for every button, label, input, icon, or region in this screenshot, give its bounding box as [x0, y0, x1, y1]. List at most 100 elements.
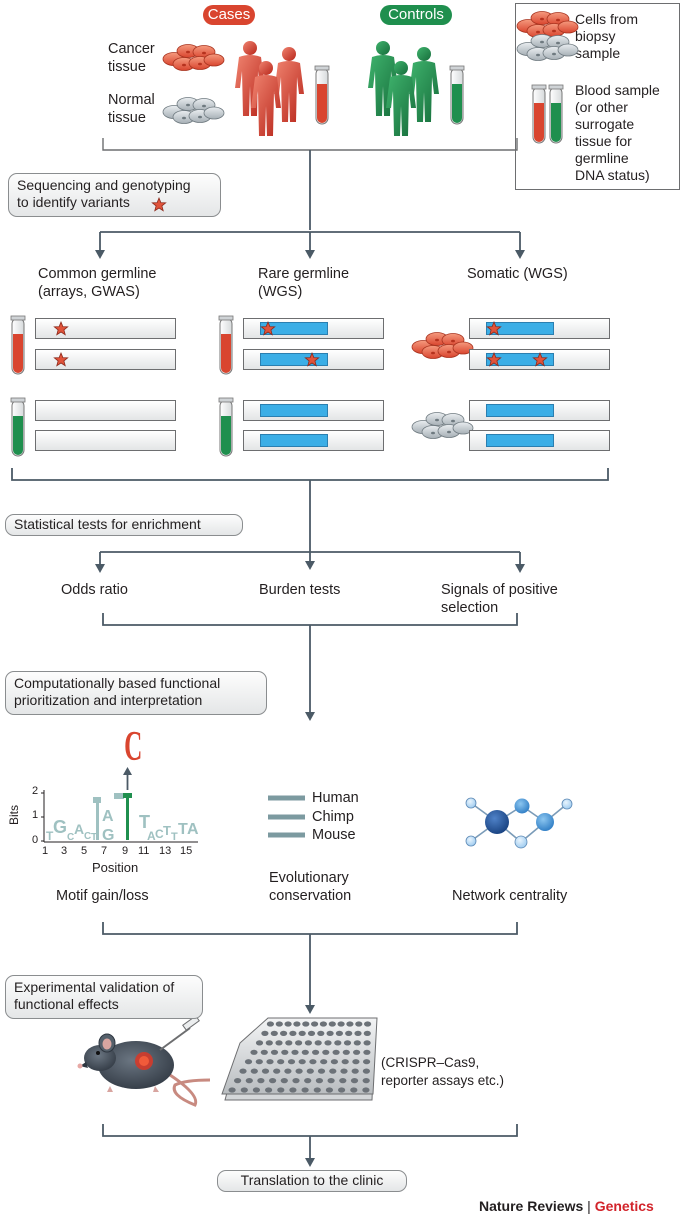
- plate-well: [328, 1021, 336, 1027]
- plate-well: [346, 1021, 354, 1027]
- plate-well: [277, 1087, 285, 1093]
- motif-xtick: 15: [180, 845, 193, 857]
- plate-well: [320, 1059, 328, 1065]
- svg-text:C: C: [67, 832, 74, 843]
- plate-well: [345, 1030, 353, 1036]
- plate-well: [315, 1078, 323, 1084]
- plate-well: [334, 1040, 342, 1046]
- controls-label: Controls: [380, 5, 452, 25]
- plate-well: [363, 1059, 371, 1065]
- svg-text:T: T: [178, 821, 188, 838]
- species-mouse: Mouse: [312, 827, 356, 843]
- plate-well: [291, 1049, 299, 1055]
- plate-well: [269, 1078, 277, 1084]
- plate-well: [342, 1049, 350, 1055]
- plate-well: [317, 1030, 325, 1036]
- step-sequencing[interactable]: Sequencing and genotyping to identify va…: [8, 173, 221, 217]
- plate-well: [266, 1059, 274, 1065]
- plate-well: [287, 1059, 296, 1065]
- motif-xtick: 9: [122, 845, 129, 857]
- odds-ratio-label: Odds ratio: [61, 582, 128, 598]
- svg-text:A: A: [147, 829, 156, 843]
- rare-case-read-1: [243, 318, 384, 339]
- plate-well: [319, 1021, 327, 1027]
- plate-well: [313, 1087, 321, 1093]
- mouse-illustration: [77, 1015, 211, 1107]
- plate-well: [234, 1078, 242, 1084]
- step-computational[interactable]: Computationally based functional priorit…: [5, 671, 267, 715]
- journal-footer: Nature Reviews | Genetics: [479, 1198, 654, 1214]
- plate-well: [363, 1030, 371, 1036]
- plate-well: [301, 1049, 309, 1055]
- plate-well: [301, 1087, 309, 1093]
- motif-xlabel: Position: [92, 860, 139, 875]
- svg-text:A: A: [187, 821, 199, 838]
- plate-well: [284, 1068, 292, 1074]
- plate-well: [270, 1049, 279, 1055]
- somatic-tumor-read-1: [469, 318, 610, 339]
- network-caption: Network centrality: [452, 888, 568, 904]
- cancer-tissue-label: Cancer tissue: [108, 41, 155, 75]
- plate-well: [339, 1078, 347, 1084]
- plate-well: [338, 1087, 346, 1093]
- plate-well: [362, 1078, 370, 1084]
- plate-well: [314, 1040, 322, 1046]
- svg-text:A: A: [102, 808, 114, 825]
- plate-well: [273, 1068, 281, 1074]
- plate-well: [309, 1059, 317, 1065]
- motif-xtick: 5: [81, 845, 88, 857]
- plate-well: [275, 1021, 283, 1027]
- motif-ylabel: Bits: [7, 804, 22, 826]
- plate-well: [363, 1049, 371, 1055]
- plate-well: [362, 1068, 370, 1074]
- motif-ytick-0: 0: [32, 834, 39, 846]
- plate-well: [327, 1078, 335, 1084]
- plate-well: [265, 1040, 273, 1046]
- common-control-read-2: [35, 430, 176, 451]
- plate-well: [304, 1078, 312, 1084]
- somatic-normal-read-1: [469, 400, 610, 421]
- step-clinic-label: Translation to the clinic: [240, 1172, 384, 1188]
- plate-well: [307, 1030, 316, 1036]
- svg-text:G: G: [53, 817, 67, 837]
- plate-well: [257, 1078, 265, 1084]
- plate-well: [335, 1030, 343, 1036]
- step-clinic[interactable]: Translation to the clinic: [217, 1170, 407, 1192]
- plate-well: [326, 1030, 334, 1036]
- conservation-bars: [268, 795, 305, 838]
- conservation-caption: Evolutionary conservation: [269, 870, 352, 904]
- plate-well: [255, 1059, 263, 1065]
- somatic-label: Somatic (WGS): [467, 266, 568, 282]
- plate-well: [332, 1049, 340, 1055]
- plate-well: [275, 1040, 283, 1046]
- journal-name: Nature Reviews: [479, 1198, 584, 1214]
- plate-well: [352, 1059, 360, 1065]
- plate-well: [261, 1068, 270, 1074]
- plate-well: [329, 1068, 337, 1074]
- plate-well: [255, 1040, 264, 1046]
- plate-well: [252, 1087, 260, 1093]
- step-experimental-label: Experimental validation of functional ef…: [14, 979, 175, 1012]
- plate-well: [304, 1040, 312, 1046]
- rare-control-read-2: [243, 430, 384, 451]
- motif-xtick: 13: [159, 845, 172, 857]
- svg-text:C: C: [155, 827, 164, 841]
- step-sequencing-label: Sequencing and genotyping to identify va…: [17, 177, 191, 210]
- plate-well: [350, 1087, 358, 1093]
- common-control-read-1: [35, 400, 176, 421]
- plate-well: [261, 1030, 269, 1036]
- plate-well: [280, 1078, 288, 1084]
- step-statistical-tests-label: Statistical tests for enrichment: [14, 516, 201, 532]
- plate-well: [306, 1068, 314, 1074]
- journal-section: Genetics: [594, 1198, 654, 1214]
- plate-well: [362, 1087, 370, 1093]
- flow-arrows: [11, 150, 609, 1160]
- step-statistical-tests[interactable]: Statistical tests for enrichment: [5, 514, 243, 536]
- variant-stars: [53, 321, 548, 367]
- plate-well: [244, 1059, 253, 1065]
- plate-well: [285, 1040, 293, 1046]
- journal-separator: |: [583, 1198, 595, 1214]
- step-experimental[interactable]: Experimental validation of functional ef…: [5, 975, 203, 1019]
- plate-well: [364, 1021, 372, 1027]
- plate-well: [343, 1040, 352, 1046]
